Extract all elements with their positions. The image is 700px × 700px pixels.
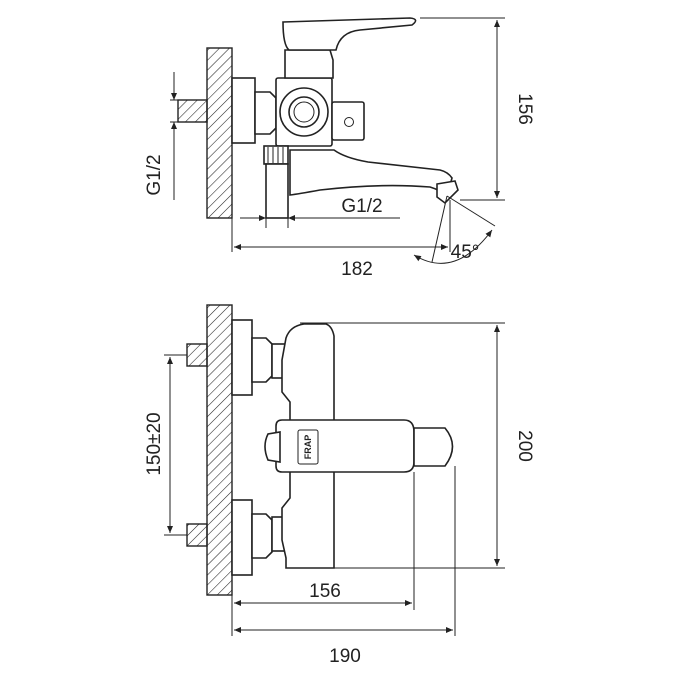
dim-angle: 45°	[451, 242, 480, 263]
lever-base-top	[284, 49, 334, 79]
dim-thread-outlet: G1/2	[341, 196, 382, 217]
hex-nut-top	[254, 91, 277, 135]
side-knob-top	[331, 101, 365, 141]
wall-hatch-top	[206, 47, 233, 219]
dim-center-distance: 150±20	[144, 412, 165, 475]
pipe-stub-top	[177, 99, 208, 123]
spout-top	[289, 149, 453, 198]
dim-depth-bottom: 156	[309, 581, 341, 602]
hex-nut-upper	[251, 337, 273, 383]
lever-tip-plan	[264, 431, 281, 463]
dim-height-top: 156	[514, 93, 535, 125]
aerator-top	[436, 180, 459, 205]
logo-box	[297, 429, 319, 465]
side-view: 156 G1/2 G1/2 182 45°	[144, 17, 535, 280]
pipe-stub-upper	[186, 343, 208, 367]
dim-height-bottom: 200	[514, 430, 535, 462]
inlet-pipe-top	[265, 163, 289, 219]
hex-nut-lower	[251, 513, 273, 559]
dim-thread-left: G1/2	[144, 154, 165, 195]
wall-hatch-bottom	[206, 304, 233, 596]
escutcheon-top	[231, 77, 256, 144]
escutcheon-lower	[231, 499, 253, 576]
lever-handle-top	[282, 17, 417, 51]
escutcheon-upper	[231, 319, 253, 396]
diverter-knob-inner	[293, 101, 315, 123]
pipe-stub-lower	[186, 523, 208, 547]
brand-logo: FRAP	[303, 435, 313, 460]
lever-plan	[275, 419, 415, 473]
side-knob-hole	[344, 117, 354, 127]
dim-total-depth: 190	[329, 646, 361, 667]
dim-length-top: 182	[341, 259, 373, 280]
plan-view: FRAP 150±20 200 156 190	[144, 304, 535, 667]
diverter-knob-ring	[288, 96, 320, 128]
cartridge-cap-plan	[413, 427, 454, 467]
